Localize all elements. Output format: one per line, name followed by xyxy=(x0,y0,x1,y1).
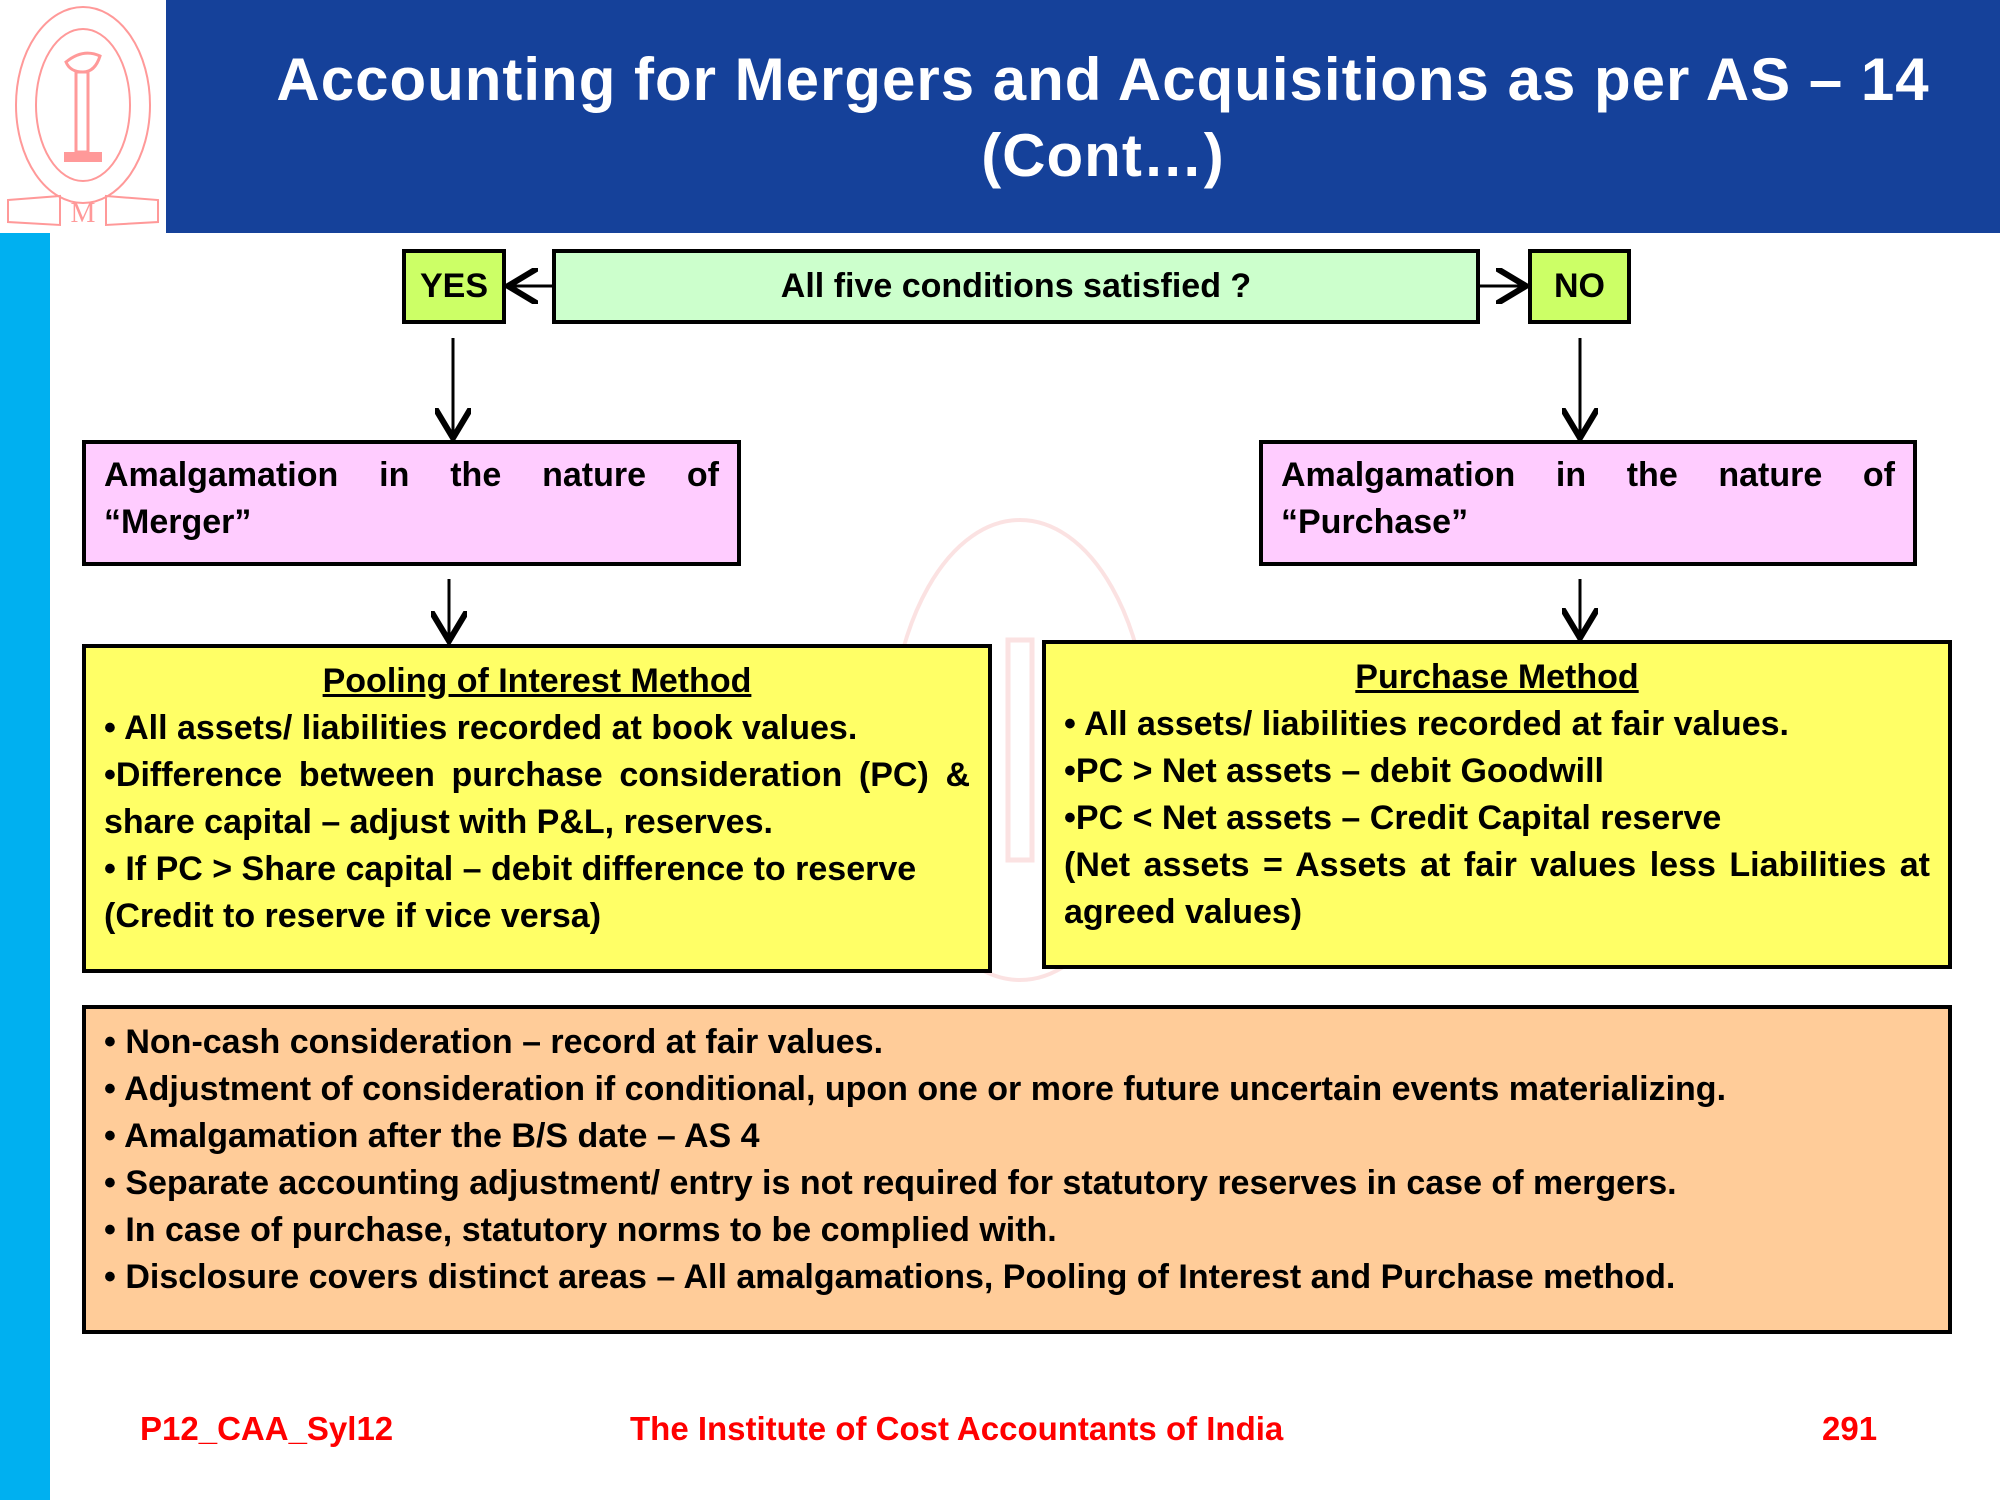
sidebar-accent-bar xyxy=(0,233,50,1500)
pooling-title: Pooling of Interest Method xyxy=(322,662,752,700)
slide-title: Accounting for Mergers and Acquisitions … xyxy=(166,0,2000,233)
yes-box: YES xyxy=(402,249,506,324)
note-item: • Disclosure covers distinct areas – All… xyxy=(104,1258,1676,1296)
institute-logo: M xyxy=(0,0,166,233)
purchase-line: •PC < Net assets – Credit Capital reserv… xyxy=(1064,799,1722,837)
svg-text:M: M xyxy=(71,198,96,229)
purchase-label: “Purchase” xyxy=(1281,503,1469,541)
notes-box: • Non-cash consideration – record at fai… xyxy=(82,1005,1952,1334)
page-number: 291 xyxy=(1822,1410,1878,1447)
no-box: NO xyxy=(1528,249,1631,324)
condition-label: All five conditions satisfied ? xyxy=(780,267,1252,305)
note-item: • Amalgamation after the B/S date – AS 4 xyxy=(104,1117,760,1155)
pooling-line: share capital – adjust with P&L, reserve… xyxy=(104,803,773,841)
purchase-line: agreed values) xyxy=(1064,893,1303,931)
purchase-line: (Net assets = Assets at fair values less… xyxy=(1064,846,1930,884)
word: nature xyxy=(1718,456,1823,494)
merger-box: Amalgamation in the nature of “Merger” xyxy=(82,440,741,566)
word: in xyxy=(379,456,410,494)
word: of xyxy=(686,456,719,494)
purchase-line: • All assets/ liabilities recorded at fa… xyxy=(1064,705,1789,743)
pooling-line: • If PC > Share capital – debit differen… xyxy=(104,850,917,888)
pooling-line: • All assets/ liabilities recorded at bo… xyxy=(104,709,858,747)
yes-label: YES xyxy=(419,267,489,305)
purchase-box: Amalgamation in the nature of “Purchase” xyxy=(1259,440,1917,566)
title-line-1: Accounting for Mergers and Acquisitions … xyxy=(276,46,1930,113)
footer-code: P12_CAA_Syl12 xyxy=(140,1410,394,1447)
pooling-method-box: Pooling of Interest Method • All assets/… xyxy=(82,644,992,973)
no-label: NO xyxy=(1554,267,1605,305)
title-line-2: (Cont…) xyxy=(981,122,1225,189)
purchase-method-box: Purchase Method • All assets/ liabilitie… xyxy=(1042,640,1952,969)
pooling-line: (Credit to reserve if vice versa) xyxy=(104,897,602,935)
purchase-line: •PC > Net assets – debit Goodwill xyxy=(1064,752,1604,790)
word: nature xyxy=(542,456,647,494)
note-item: • Adjustment of consideration if conditi… xyxy=(104,1070,1727,1108)
word: of xyxy=(1862,456,1895,494)
condition-box: All five conditions satisfied ? xyxy=(552,249,1480,324)
word: in xyxy=(1555,456,1587,494)
note-item: • Non-cash consideration – record at fai… xyxy=(104,1023,884,1061)
note-item: • Separate accounting adjustment/ entry … xyxy=(104,1164,1677,1202)
footer-institute: The Institute of Cost Accountants of Ind… xyxy=(630,1410,1284,1447)
note-item: • In case of purchase, statutory norms t… xyxy=(104,1211,1057,1249)
word: the xyxy=(450,456,502,494)
purchase-method-title: Purchase Method xyxy=(1355,658,1639,696)
word: the xyxy=(1626,456,1678,494)
merger-label: “Merger” xyxy=(104,503,252,541)
word: Amalgamation xyxy=(104,456,339,494)
word: Amalgamation xyxy=(1281,456,1516,494)
pooling-line: •Difference between purchase considerati… xyxy=(104,756,970,794)
